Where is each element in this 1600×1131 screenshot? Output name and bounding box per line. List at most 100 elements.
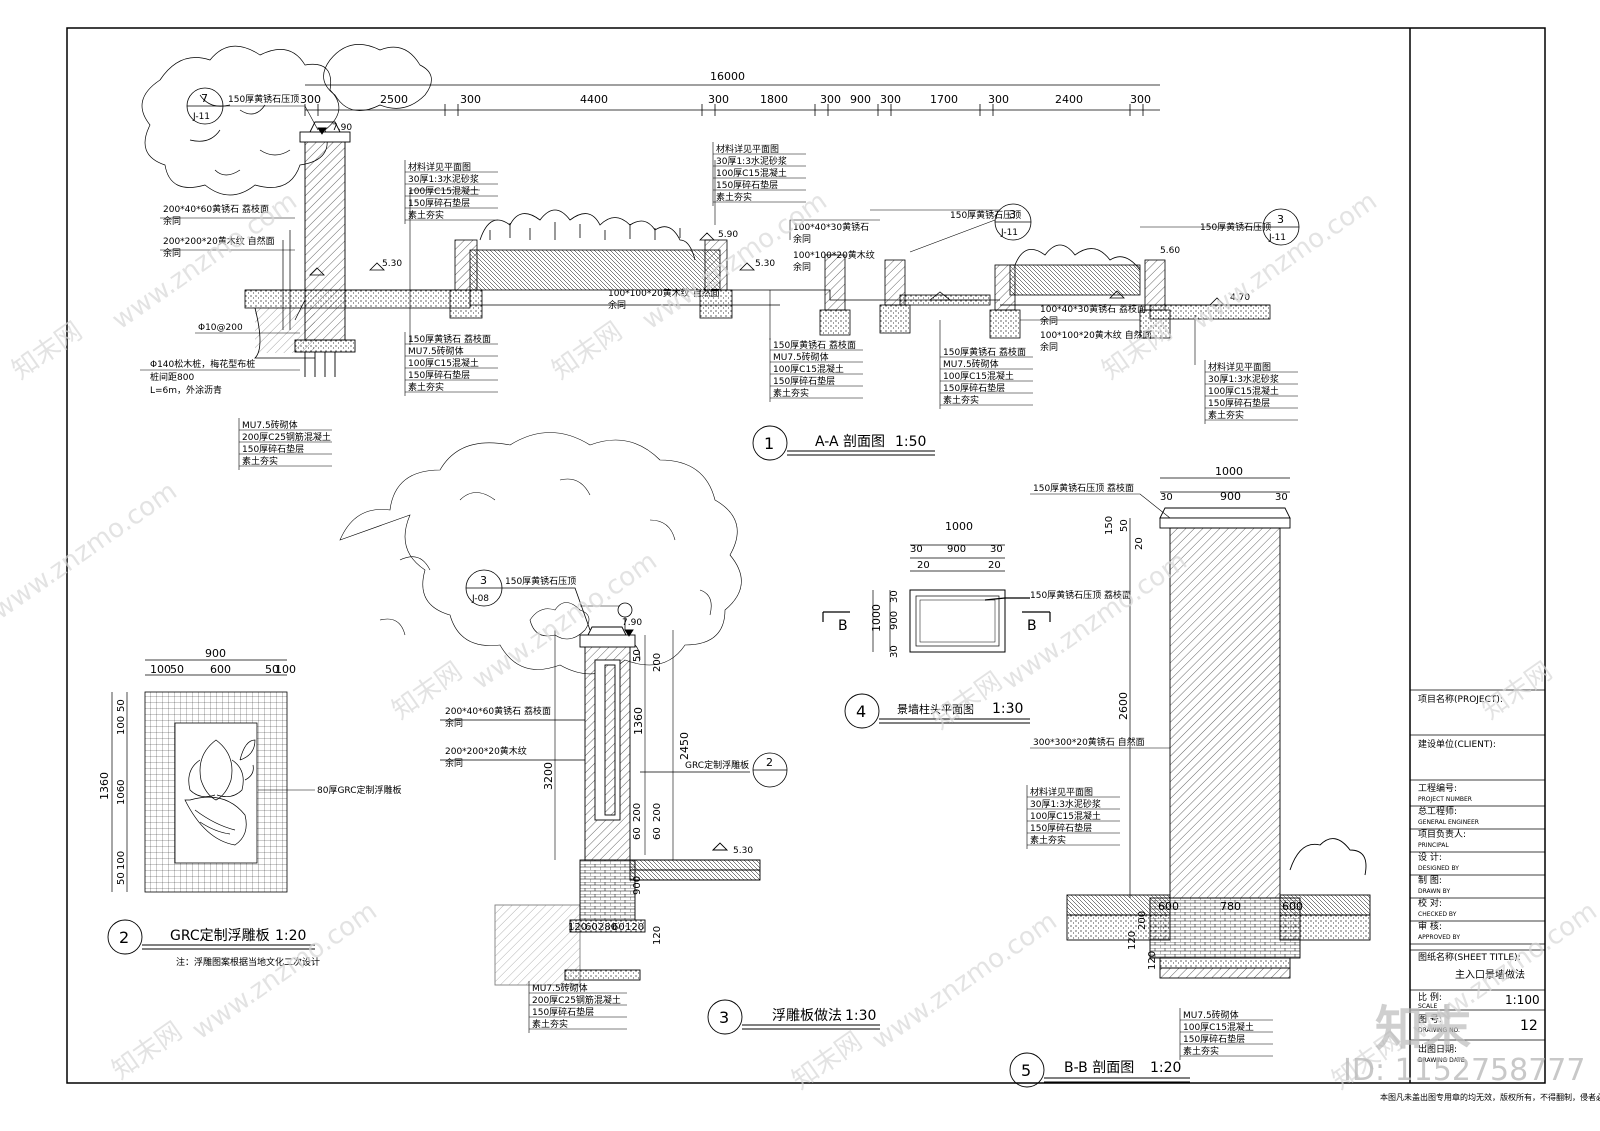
aa-foundation-a-line: MU7.5砖砌体 (408, 345, 464, 357)
aa-pile-label-3: 桩间距800 (150, 371, 194, 383)
aa-foundation-list-a: 150厚黄锈石 荔枝面MU7.5砖砌体100厚C15混凝土150厚碎石垫层素土夯… (404, 332, 498, 396)
aa-leaders (140, 105, 1263, 371)
relief-dim: 2450 (678, 732, 691, 760)
bb-dim-vert: 200 (1137, 911, 1148, 930)
cap-section-marks (822, 597, 1051, 622)
grc-dim-part: 50 (265, 663, 279, 676)
tb-row-en: DESIGNED BY (1418, 865, 1459, 872)
aa-view-title-text: A-A 剖面图 (815, 434, 885, 450)
relief-level-1: 7.90 (622, 618, 642, 628)
aa-dim-segment: 300 (1130, 93, 1151, 106)
cap-section-mark-right: B (1027, 618, 1037, 634)
aa-dim-segment: 4400 (580, 93, 608, 106)
aa-wood3-label-b: 余同 (608, 299, 626, 311)
tb-row-en: DRAWN BY (1418, 888, 1450, 895)
relief-dim: 900 (632, 876, 643, 895)
aa-material-a-line: 150厚碎石垫层 (408, 197, 470, 209)
relief-dim: 1360 (632, 707, 645, 735)
aa-wood-label: 200*200*20黄木纹 自然面 (163, 235, 275, 247)
relief-foundation-line: MU7.5砖砌体 (532, 982, 588, 994)
aa-material-c-line: 150厚碎石垫层 (1208, 397, 1270, 409)
grc-dim-height: 1360 (98, 772, 111, 800)
aa-dim-segment: 300 (820, 93, 841, 106)
bb-dim-hpart: 50 (1119, 519, 1130, 532)
aa-stone-label: 200*40*60黄锈石 荔枝面 (163, 203, 269, 215)
relief-dim: 200 (652, 803, 663, 822)
aa-stone2-label: 100*40*30黄锈石 (793, 221, 869, 233)
relief-wood-label-b: 余同 (445, 757, 463, 769)
aa-material-a-line: 30厚1:3水泥砂浆 (408, 173, 479, 185)
relief-cap-label: 150厚黄锈石压顶 (505, 575, 576, 587)
tb-row-label: 制 图: (1418, 874, 1442, 886)
grc-view-title (107, 919, 315, 955)
bb-dim-bottom: 780 (1220, 900, 1241, 913)
aa-dimension-chain (305, 84, 1160, 111)
relief-view-title (707, 999, 880, 1035)
grc-dim-hpart: 100 (116, 716, 127, 735)
watermark-15: 知末网 (787, 1026, 868, 1095)
cap-dim-part: 30 (990, 544, 1003, 555)
bb-foundation-line: 100厚C15混凝土 (1183, 1021, 1254, 1033)
relief-dim-bottom: 120 (625, 922, 644, 933)
tb-no-en: DRAWING NO. (1418, 1027, 1460, 1034)
aa-ref-2-sheet: J-11 (1000, 228, 1018, 238)
relief-ref-num: 3 (480, 574, 487, 587)
aa-level-2: 5.30 (382, 259, 402, 269)
aa-view-title (752, 425, 935, 461)
aa-foundation-c-line: 素土夯实 (943, 394, 979, 406)
sheet-border (66, 27, 1546, 1084)
bb-cap-label: 150厚黄锈石压顶 荔枝面 (1033, 482, 1134, 494)
tb-row-en: APPROVED BY (1418, 934, 1460, 941)
aa-level-6: 4.70 (1230, 293, 1250, 303)
watermark-16: www.znzmo.com (867, 906, 1063, 1056)
grc-view-number: 2 (119, 928, 129, 947)
bb-dim-hpart: 20 (1134, 537, 1145, 550)
aa-pile-label-4: L=6m，外涂沥青 (150, 384, 222, 396)
aa-wood-label-b: 余同 (163, 247, 181, 259)
cap-dim-width: 1000 (945, 520, 973, 533)
aa-foundation-d-line: 200厚C25钢筋混凝土 (242, 431, 331, 443)
aa-foundation-a-line: 150厚黄锈石 荔枝面 (408, 333, 491, 345)
relief-wood-label: 200*200*20黄木纹 (445, 745, 527, 757)
bb-view-number: 5 (1021, 1061, 1031, 1080)
aa-stone-label-b: 余同 (163, 215, 181, 227)
bb-wall (1066, 507, 1371, 979)
bb-dim-part: 30 (1275, 492, 1288, 503)
bb-dim-part: 900 (1220, 490, 1241, 503)
aa-wood4-label-b: 余同 (1040, 341, 1058, 353)
aa-mid-posts (309, 232, 1225, 339)
cap-dim-inner: 20 (988, 560, 1001, 571)
tb-row-en: GENERAL ENGINEER (1418, 819, 1479, 826)
tb-row-en: PRINCIPAL (1418, 842, 1449, 849)
relief-dim: 60 (632, 827, 643, 840)
aa-ref-bubble-2 (994, 203, 1032, 241)
aa-foundation-b-line: 100厚C15混凝土 (773, 363, 844, 375)
cap-dim-inner: 20 (917, 560, 930, 571)
bb-dim-part: 30 (1160, 492, 1173, 503)
bb-material-line: 素土夯实 (1030, 834, 1066, 846)
tb-sheet-title: 主入口景墙做法 (1455, 968, 1525, 981)
aa-material-a-line: 素土夯实 (408, 209, 444, 221)
relief-view-scale: 1:30 (845, 1008, 876, 1024)
bb-view-title-text: B-B 剖面图 (1064, 1060, 1134, 1076)
grc-dim-part: 100 (275, 663, 296, 676)
aa-foundation-b-line: 150厚碎石垫层 (773, 375, 835, 387)
aa-material-b-line: 材料详见平面图 (716, 143, 779, 155)
aa-dim-segment: 1700 (930, 93, 958, 106)
aa-dim-segment: 300 (708, 93, 729, 106)
aa-stone2-label-b: 余同 (793, 233, 811, 245)
bb-material-line: 30厚1:3水泥砂浆 (1030, 798, 1101, 810)
grc-view-title-text: GRC定制浮雕板 (170, 928, 270, 944)
relief-view-title-text: 浮雕板做法 (772, 1008, 842, 1024)
cap-view-number: 4 (856, 702, 866, 721)
tb-client-label: 建设单位(CLIENT): (1418, 738, 1496, 750)
